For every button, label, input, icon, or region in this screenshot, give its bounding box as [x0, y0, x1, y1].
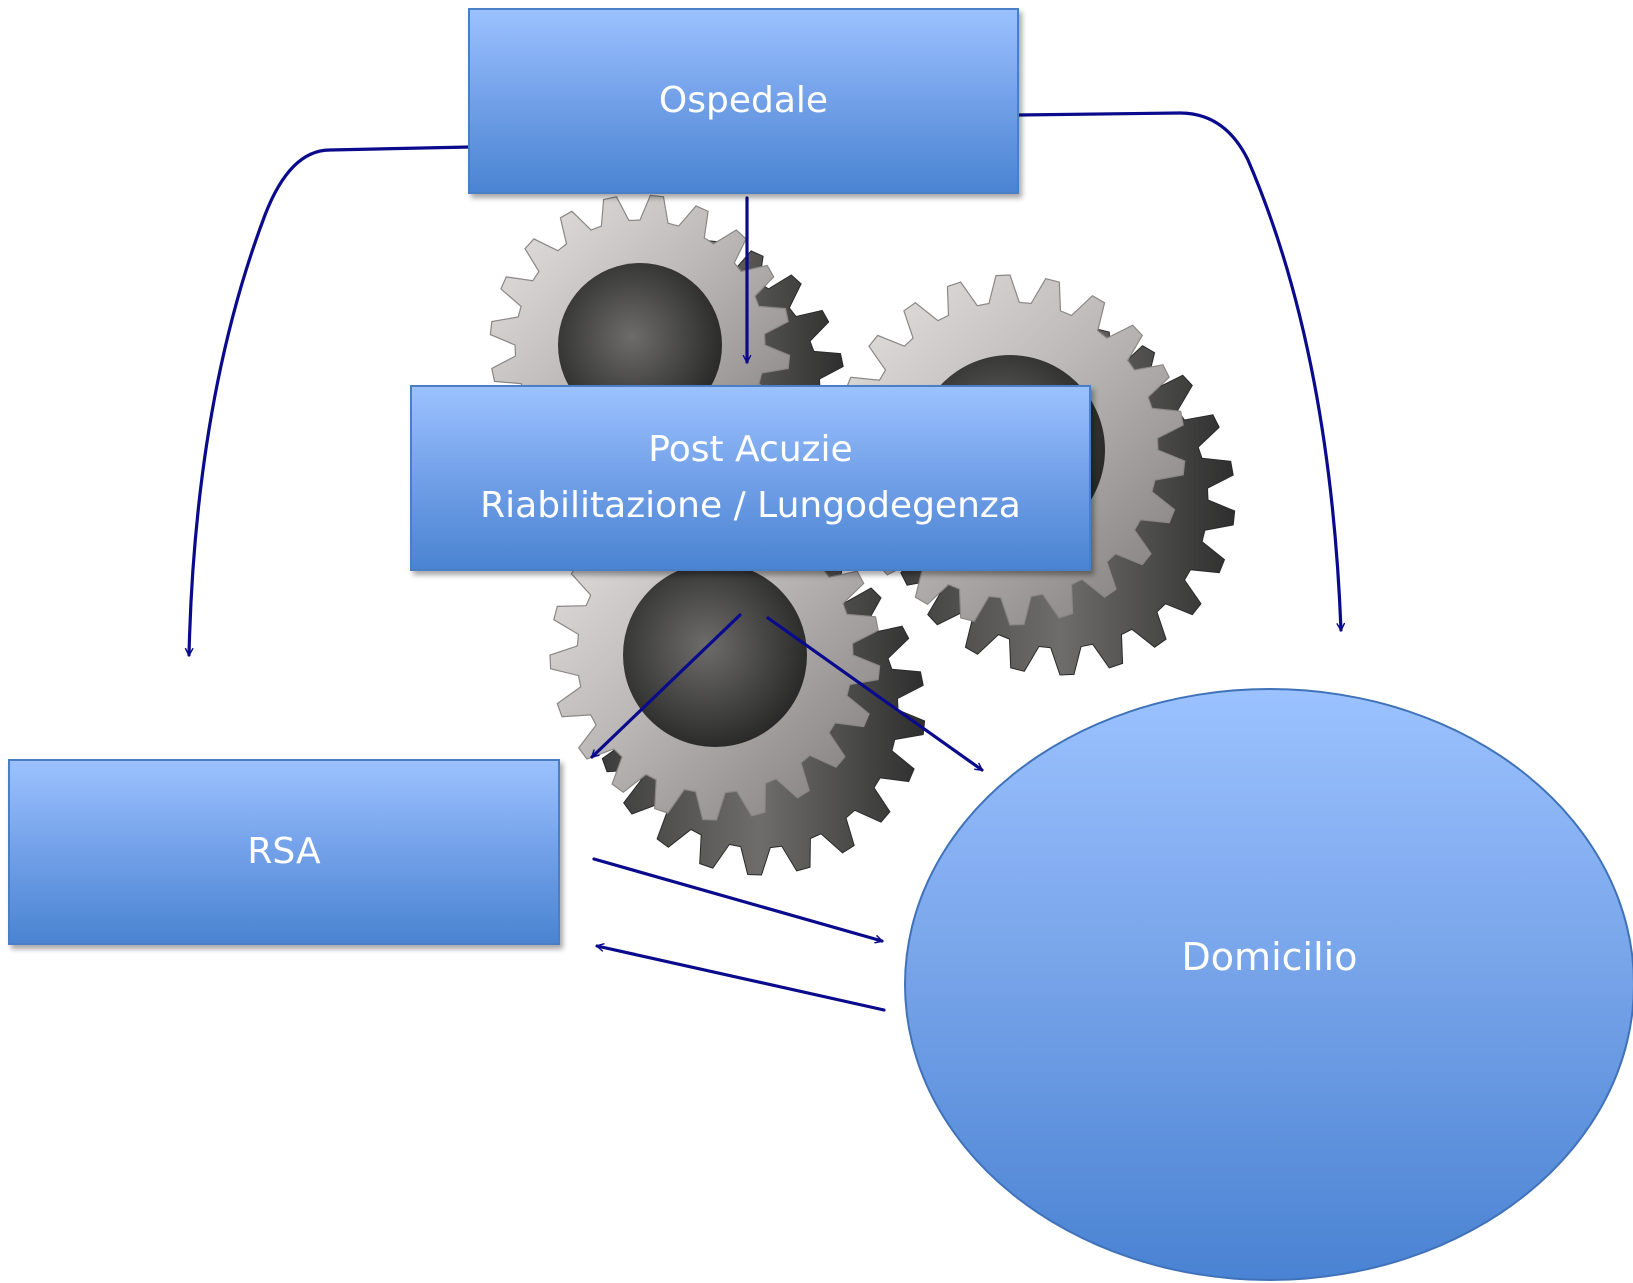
node-domicilio-label: Domicilio [1181, 934, 1358, 979]
node-post-acuzie-line1: Post Acuzie [648, 429, 853, 471]
node-domicilio[interactable]: Domicilio [904, 688, 1633, 1281]
gear-bottom [549, 489, 926, 876]
arrow-domicilio-to-rsa [595, 943, 886, 1012]
node-post-acuzie-line2: Riabilitazione / Lungodegenza [480, 485, 1021, 526]
node-ospedale[interactable]: Ospedale [468, 8, 1019, 194]
node-post-acuzie[interactable]: Post Acuzie Riabilitazione / Lungodegenz… [410, 385, 1091, 571]
arrow-ospedale-to-domicilio [1017, 111, 1346, 632]
node-rsa[interactable]: RSA [8, 759, 560, 945]
node-ospedale-label: Ospedale [658, 80, 829, 122]
arrow-post-acuzie-to-rsa [590, 613, 742, 759]
arrow-ospedale-to-rsa [184, 145, 472, 657]
arrow-post-acuzie-to-domicilio [766, 616, 984, 772]
arrow-rsa-to-domicilio [592, 857, 884, 944]
node-rsa-label: RSA [247, 831, 321, 873]
